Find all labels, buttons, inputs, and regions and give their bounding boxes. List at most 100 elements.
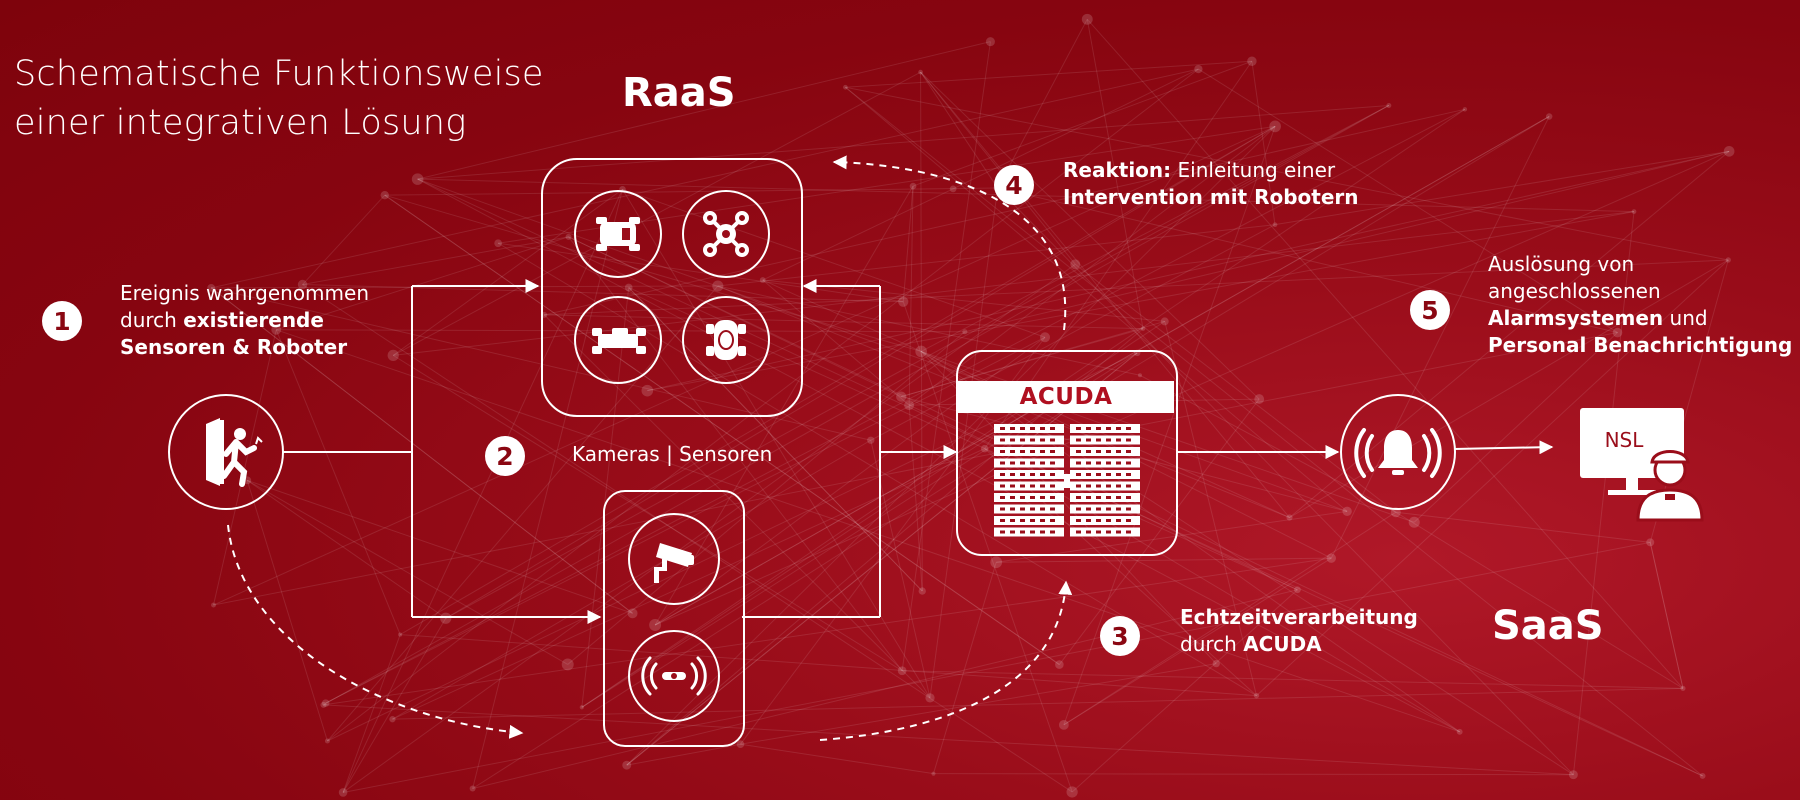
server-slot [1126, 530, 1131, 534]
server-slot [1076, 450, 1081, 453]
server-slot [1030, 507, 1035, 511]
network-dot [915, 345, 928, 358]
server-slot [1126, 427, 1131, 430]
server-slot [1020, 473, 1025, 476]
step-4-badge: 4 [994, 165, 1034, 205]
network-line [622, 189, 931, 699]
network-dot [320, 701, 327, 708]
server-slot [1000, 427, 1005, 430]
network-line [417, 178, 1348, 512]
network-dot [1254, 394, 1265, 404]
step-1-line-2-plain: durch [120, 308, 184, 332]
network-dot [925, 693, 935, 703]
step-5-line-3-plain: und [1663, 306, 1708, 330]
network-dot [949, 185, 957, 193]
network-line [845, 60, 1252, 88]
server-unit [1070, 470, 1140, 479]
server-slot [1010, 461, 1015, 465]
network-dot [627, 608, 638, 619]
network-line [472, 189, 623, 789]
step-4-text: Reaktion: Einleitung einer Intervention … [1063, 157, 1359, 211]
network-dot [867, 436, 875, 444]
step-3-line-1: Echtzeitverarbeitung [1180, 604, 1418, 631]
step-3-line-2-plain: durch [1180, 632, 1244, 656]
server-slot [1040, 450, 1045, 453]
server-slot [1116, 530, 1121, 534]
network-line [628, 287, 923, 592]
network-dot [1342, 506, 1352, 517]
server-slot [1020, 507, 1025, 511]
server-unit [1070, 527, 1140, 537]
step-1-line-3-bold: Sensoren & Roboter [120, 335, 348, 359]
network-dot [207, 283, 216, 292]
network-line [1063, 511, 1397, 726]
network-line [997, 187, 1618, 334]
server-slot [1086, 438, 1091, 442]
network-dot [904, 400, 915, 411]
network-line [1198, 68, 1618, 333]
server-slot [1030, 427, 1035, 430]
server-slot [1116, 519, 1121, 522]
step-1-text: Ereignis wahrgenommen durch existierende… [120, 280, 369, 361]
network-line [654, 150, 1730, 626]
server-slot [1086, 519, 1091, 522]
server-slot [1126, 461, 1131, 465]
server-unit [994, 458, 1064, 468]
network-dot [1247, 56, 1257, 66]
server-slot [1106, 438, 1111, 442]
network-line [920, 105, 1390, 352]
network-dot [897, 666, 907, 676]
network-line [901, 320, 1165, 398]
network-dot [1066, 786, 1078, 798]
network-line [920, 71, 1290, 518]
acuda-box-label: ACUDA [958, 381, 1174, 413]
server-slot [1106, 473, 1111, 476]
server-slot [1086, 450, 1091, 453]
server-slot [1126, 484, 1131, 488]
network-dot [579, 705, 584, 710]
network-dot [712, 280, 724, 292]
server-unit [994, 424, 1064, 433]
network-line [384, 194, 1060, 665]
server-slot [1000, 496, 1005, 499]
server-slot [1096, 450, 1101, 453]
server-slot [1086, 461, 1091, 465]
network-line [845, 86, 1703, 777]
network-dot [1253, 693, 1260, 699]
network-dot [896, 391, 907, 402]
nsl-label: NSL [1604, 428, 1644, 452]
event-node [168, 394, 284, 510]
drone-node [682, 190, 770, 278]
server-slot [1000, 507, 1005, 511]
network-line [1164, 321, 1258, 696]
network-dot [985, 37, 995, 47]
motion-sensor-icon [641, 656, 707, 696]
server-slot [1050, 484, 1055, 488]
server-slot [1076, 484, 1081, 488]
server-slot [1126, 507, 1131, 511]
network-line [997, 19, 1088, 189]
network-line [276, 329, 1460, 733]
network-dot [297, 279, 308, 290]
network-dot [1039, 332, 1051, 343]
server-slot [1000, 530, 1005, 534]
server-unit [1070, 481, 1140, 491]
server-slot [1116, 461, 1121, 465]
server-slot [1076, 519, 1081, 522]
server-slot [1126, 519, 1131, 522]
server-slot [1040, 438, 1045, 442]
server-unit [994, 504, 1064, 514]
server-slot [1040, 530, 1045, 534]
network-dot [1272, 222, 1278, 228]
network-dot [494, 239, 502, 248]
network-dot [440, 612, 452, 624]
server-slot [1086, 507, 1091, 511]
network-dot [1160, 317, 1169, 326]
network-line [921, 350, 1415, 523]
server-slot [1000, 519, 1005, 522]
network-line [1086, 19, 1144, 329]
network-line [929, 187, 999, 698]
server-slot [1030, 519, 1035, 522]
server-slot [1010, 519, 1015, 522]
